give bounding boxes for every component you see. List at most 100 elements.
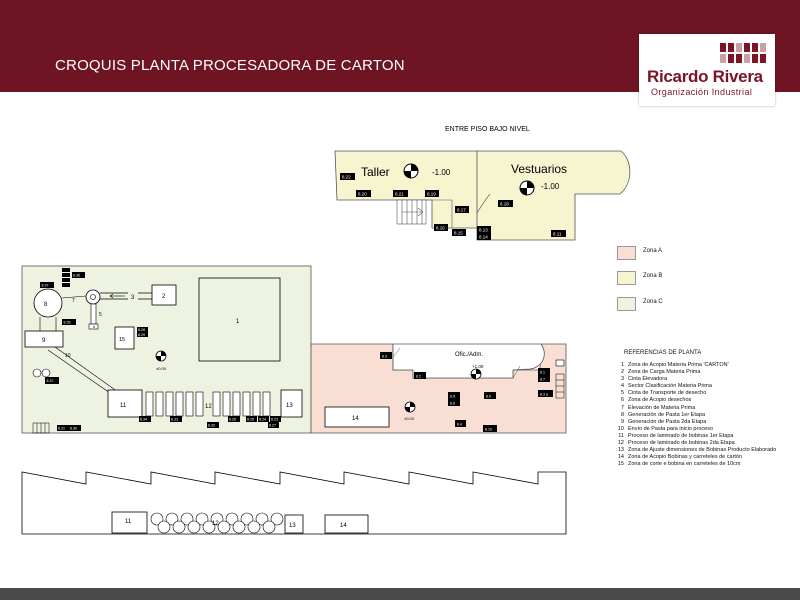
reference-text: Envío de Pasta para inicio proceso (628, 425, 713, 432)
reference-number: 14 (617, 454, 624, 461)
tag-8-3: 8.3 (382, 355, 387, 359)
zone-1-label: 1 (236, 319, 240, 325)
tag-8-2: 8.2 (416, 375, 421, 379)
page-title: CROQUIS PLANTA PROCESADORA DE CARTON (55, 57, 405, 74)
elev-zone-14-label: 14 (340, 523, 347, 529)
zone-8-tank (33, 288, 63, 318)
footer-band (0, 588, 800, 600)
elev-zone-12-label: 12 (212, 521, 219, 527)
zone-7-label: 7 (72, 298, 75, 304)
tag-8-31: 8.31 (58, 427, 65, 431)
tag-8-30: 8.30 (70, 427, 77, 431)
company-logo: Ricardo Rivera Organización Industrial (639, 34, 775, 106)
reference-item: 2 Zona de Carga Materia Prima (612, 369, 797, 376)
tag-8-1: 8.1 (540, 371, 545, 375)
legend-swatch-a (617, 246, 636, 260)
zone-6-label: 6 (93, 325, 95, 329)
reference-text: Zona de Carga Materia Prima (628, 369, 701, 376)
reference-text: Zona de corte e bobina en carreteles de … (628, 461, 741, 468)
tag-8-36: 8.36 (73, 274, 80, 278)
zone-11-box (107, 389, 143, 418)
legend-swatch-b (617, 271, 636, 285)
legend-label-a: Zona A (643, 248, 663, 254)
tag-8-33: 8.33 (171, 418, 178, 422)
elev-zone-13 (284, 514, 304, 534)
tag-8-35: 8.35 (64, 321, 71, 325)
reference-text: Zona de Ajuste dimensiones de Bobinas Pr… (628, 447, 777, 454)
logo-name: Ricardo Rivera (647, 67, 763, 86)
taller-level: -1.00 (432, 168, 451, 177)
reference-number: 4 (620, 383, 624, 390)
zone-13-box (280, 389, 303, 418)
level-marker-icon (470, 368, 482, 380)
reference-text: Zona de Acopio Materia Prima 'CARTON' (628, 362, 729, 368)
tag-8-7: 8.7 (540, 378, 545, 382)
zone-12-rollers (145, 391, 271, 417)
reference-number: 3 (620, 376, 624, 383)
reference-text: Sector Clasificación Materia Prima (628, 383, 713, 390)
vestuarios-level: -1.00 (541, 182, 560, 191)
reference-item: 6 Zona de Acopio desechos (612, 397, 797, 404)
tag-8-15: 8.15 (454, 231, 463, 236)
zone-14-box (324, 406, 390, 428)
office-level: +1.00 (472, 364, 484, 369)
tag-8-29: 8.29 (138, 333, 145, 337)
tag-8-23: 8.23 (271, 418, 278, 422)
zone-12-label: 12 (205, 404, 212, 410)
reference-text: Proceso de laminado de bobinas 1er Etapa (628, 432, 734, 439)
zone-15-box (114, 326, 135, 350)
zone-14-label: 14 (352, 416, 359, 422)
logo-subtitle: Organización Industrial (651, 87, 753, 97)
reference-text: Cinta de Transporte de desecho (628, 390, 707, 397)
tag-8-18: 8.18 (500, 202, 509, 207)
zone-11-label: 11 (120, 403, 127, 409)
zone-2-box (151, 284, 177, 306)
zone-10-label: 10 (65, 353, 71, 359)
mezzanine-stairs (396, 199, 427, 225)
tag-8-14: 8.14 (479, 235, 488, 240)
tag-8-26: 8.26 (229, 418, 236, 422)
reference-item: 12 Proceso de laminado de bobinas 2da Eta… (612, 440, 797, 447)
zone-13-label: 13 (286, 403, 293, 409)
elev-zone-13-label: 13 (289, 523, 296, 529)
elev-zone-11 (111, 511, 148, 534)
tag-8-6: 8.6 (450, 402, 455, 406)
legend-swatch-c (617, 297, 636, 311)
reference-number: 12 (617, 440, 624, 447)
logo-grid-icon (720, 43, 766, 63)
tag-8-17: 8.17 (457, 208, 466, 213)
zone-6-bin (88, 323, 99, 330)
zone-4-hopper (85, 289, 101, 305)
tag-8-4: 8.4 (457, 423, 462, 427)
reference-number: 11 (618, 432, 624, 439)
reference-number: 6 (620, 397, 624, 404)
tag-8-9: 8.9 (486, 395, 491, 399)
tag-8-32: 8.32 (208, 424, 215, 428)
reference-number: 2 (620, 369, 624, 376)
reference-text: Generación de Pasta 2da Etapa (628, 418, 707, 425)
tag-8-5: 8.5 (450, 395, 455, 399)
tag-8-27: 8.27 (269, 424, 276, 428)
tag-8-11: 8.11 (553, 232, 562, 237)
reference-number: 1 (620, 362, 624, 368)
vestuarios-label: Vestuarios (511, 162, 567, 176)
reference-number: 9 (620, 418, 624, 425)
tag-8-22: 8.22 (342, 175, 351, 180)
reference-text: Zona de Acopio desechos (628, 397, 692, 404)
tag-8-25: 8.25 (247, 418, 254, 422)
reference-text: Proceso de laminado de bobinas 2da Etapa (628, 440, 735, 447)
tag-8-3a: 8.3 a (540, 393, 548, 397)
elev-zone-11-label: 11 (125, 519, 132, 525)
office-label: Ofic./Adm. (455, 352, 483, 358)
zone-8-label: 8 (44, 302, 48, 308)
reference-number: 8 (620, 411, 624, 418)
stairs-zone-c (32, 422, 50, 434)
level-marker-icon (155, 350, 167, 362)
